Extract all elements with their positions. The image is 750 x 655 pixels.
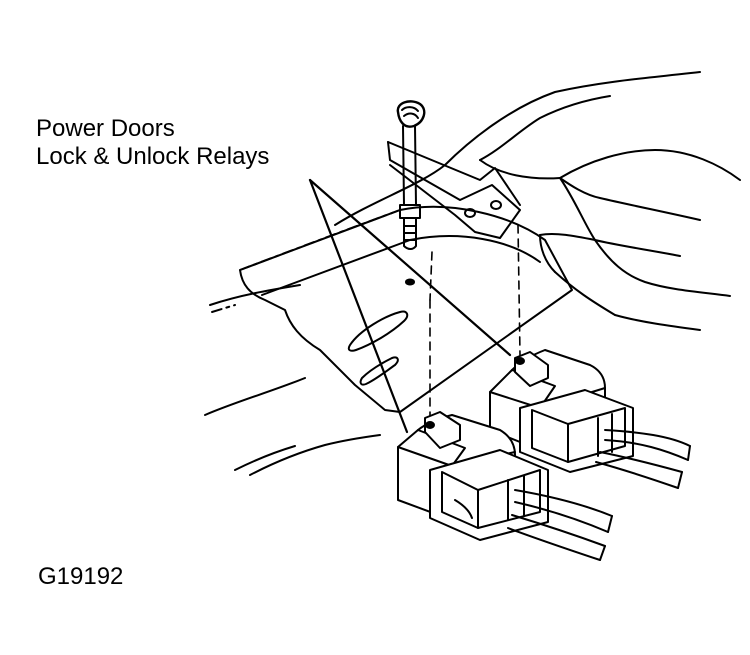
callout-line-1: Power Doors xyxy=(36,115,175,142)
alignment-lines xyxy=(429,224,521,419)
relay-upper xyxy=(489,349,691,489)
mounting-stud xyxy=(396,100,426,250)
body-panel-outlines xyxy=(204,71,741,476)
bracket-arm xyxy=(387,141,521,239)
relay-lower xyxy=(397,411,613,561)
figure-id-label: G19192 xyxy=(38,563,124,590)
callout-line-2: Lock & Unlock Relays xyxy=(36,143,270,170)
callout-leader xyxy=(308,178,512,434)
relay-callout-label: Power Doors Lock & Unlock Relays xyxy=(36,115,269,171)
